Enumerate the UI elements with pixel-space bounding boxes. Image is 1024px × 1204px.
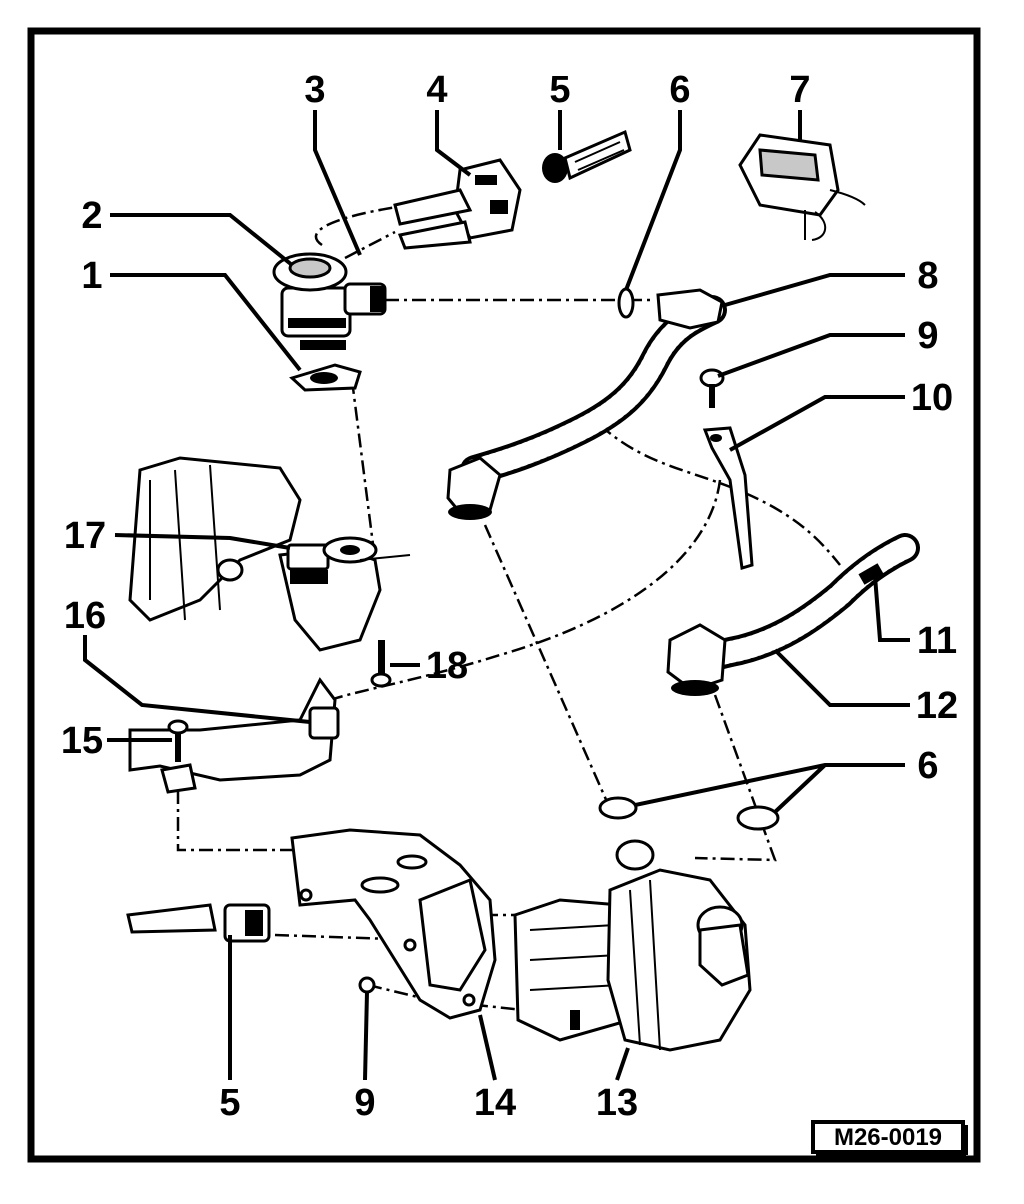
part-4-vacuum-valve	[393, 158, 522, 250]
part-2-combination-valve	[272, 252, 387, 350]
part-13-secondary-air-pump	[513, 839, 752, 1052]
callout-labels: 3 4 5 6 7 2 1 8 9 10 17 16 11 18 12 15 6…	[61, 69, 958, 1124]
part-18-screw	[370, 640, 392, 688]
part-14-mounting-bracket	[290, 828, 497, 1020]
callout-7: 7	[789, 69, 810, 111]
callout-5-bottom: 5	[219, 1082, 240, 1124]
part-5-connector-top	[542, 129, 632, 183]
callout-4: 4	[426, 69, 447, 111]
reference-code-box: M26-0019	[811, 1120, 968, 1157]
reference-code: M26-0019	[834, 1124, 942, 1151]
part-10-bracket	[702, 426, 754, 570]
part-17-combustion-air-valve-mount	[128, 456, 411, 652]
part-9-nut-bottom	[358, 976, 376, 994]
part-1-gasket	[289, 363, 362, 392]
leader-lines	[83, 110, 910, 1081]
callout-16: 16	[64, 595, 106, 637]
callout-9-bottom: 9	[354, 1082, 375, 1124]
callout-9-right: 9	[917, 315, 938, 357]
callout-18: 18	[426, 645, 468, 687]
part-15-bolt	[160, 719, 197, 794]
part-6-o-rings-bottom	[598, 796, 780, 831]
callout-2: 2	[81, 195, 102, 237]
assembly-lines	[176, 203, 841, 1017]
callout-6-top: 6	[669, 69, 690, 111]
callout-10: 10	[911, 377, 953, 419]
callout-11: 11	[917, 620, 957, 662]
callout-3: 3	[304, 69, 325, 111]
callout-17: 17	[64, 515, 106, 557]
callout-5-top: 5	[549, 69, 570, 111]
callout-12: 12	[916, 685, 958, 727]
callout-15: 15	[61, 720, 103, 762]
callout-8: 8	[917, 255, 938, 297]
part-16-bracket-plate	[128, 677, 340, 782]
part-6-o-ring-top	[617, 287, 635, 319]
part-8-hose-upper	[446, 288, 727, 520]
part-7-relay-bracket	[738, 133, 866, 241]
callout-13: 13	[596, 1082, 638, 1124]
callout-1: 1	[81, 255, 102, 297]
callout-14: 14	[474, 1082, 516, 1124]
outer-frame	[27, 27, 981, 1163]
part-11-hose-clamp	[858, 563, 884, 585]
part-9-bolt-right	[699, 368, 725, 408]
part-5-connector-bottom	[126, 903, 271, 943]
callout-6-bottom: 6	[917, 745, 938, 787]
